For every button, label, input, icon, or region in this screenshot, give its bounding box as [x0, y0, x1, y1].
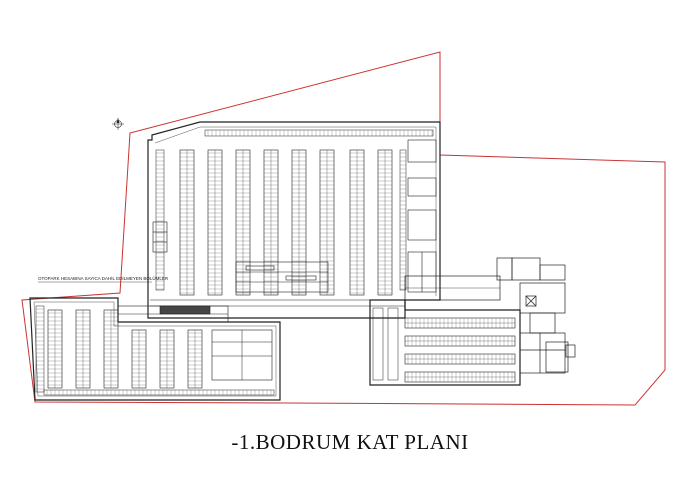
parking-row: [179, 149, 195, 296]
annotation-note: OTOPARK HESABINA SAYICA DAHİL EDİLMEYEN …: [38, 275, 169, 281]
parking-row: [103, 309, 119, 389]
main-parking-rows: [155, 129, 434, 296]
parking-row: [404, 335, 516, 347]
parking-row: [235, 149, 251, 296]
lower-left-block: [29, 297, 281, 401]
north-arrow-icon: [112, 118, 124, 130]
parking-row: [349, 149, 365, 296]
parking-row: [131, 329, 147, 389]
core-left: [152, 221, 168, 253]
top-stalls: [204, 129, 434, 137]
parking-row: [404, 353, 516, 365]
perimeter-stalls: [35, 305, 275, 396]
parking-row: [159, 329, 175, 389]
service-block: [496, 257, 576, 374]
parking-row: [47, 309, 63, 389]
parking-row: [187, 329, 203, 389]
right-wing-rows: [404, 317, 516, 383]
ramp-area: [235, 261, 329, 293]
perimeter-stalls: [399, 149, 407, 291]
parking-row: [291, 149, 307, 296]
drawing-title: -1.BODRUM KAT PLANI: [231, 430, 469, 454]
right-wing-vertical-rows: [372, 307, 399, 381]
site-boundary: [21, 51, 666, 406]
lower-left-rows: [35, 305, 275, 396]
link-corridor: [117, 305, 229, 323]
parking-row: [75, 309, 91, 389]
parking-row: [319, 149, 335, 296]
parking-row: [404, 317, 516, 329]
connector-strip: [404, 275, 501, 301]
parking-row: [404, 371, 516, 383]
right-upper-block: [407, 139, 437, 293]
perimeter-stalls: [155, 149, 165, 291]
parking-row: [377, 149, 393, 296]
parking-row: [263, 149, 279, 296]
main-parking-block: [147, 121, 441, 319]
parking-row: [207, 149, 223, 296]
